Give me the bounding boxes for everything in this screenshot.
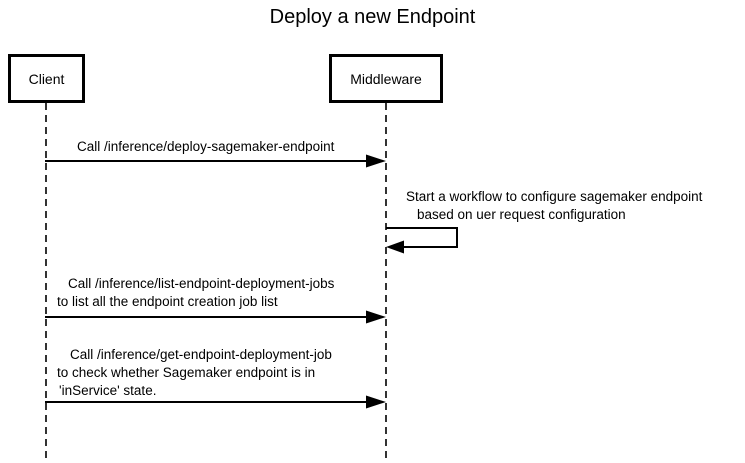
diagram-title: Deploy a new Endpoint	[269, 6, 476, 28]
actor-client: Client	[8, 54, 85, 103]
deploy-endpoint-label: Call /inference/deploy-sagemaker-endpoin…	[77, 139, 335, 154]
get-job-arrowhead	[366, 395, 386, 409]
workflow-self-loop	[386, 227, 458, 248]
list-jobs-label-line2: to list all the endpoint creation job li…	[57, 294, 278, 309]
get-job-label-line2: to check whether Sagemaker endpoint is i…	[57, 365, 316, 380]
workflow-self-loop-arrowhead	[386, 240, 404, 254]
actor-client-label: Client	[28, 70, 65, 87]
deploy-endpoint-arrowhead	[366, 154, 386, 168]
workflow-self-note-line2: based on uer request configuration	[417, 207, 626, 222]
actor-middleware: Middleware	[329, 54, 443, 103]
workflow-self-note-line1: Start a workflow to configure sagemaker …	[406, 189, 703, 204]
list-jobs-label-line1: Call /inference/list-endpoint-deployment…	[68, 276, 335, 291]
list-jobs-arrowhead	[366, 310, 386, 324]
get-job-label-line1: Call /inference/get-endpoint-deployment-…	[70, 347, 332, 362]
actor-middleware-label: Middleware	[350, 70, 422, 87]
get-job-label-line3: 'inService' state.	[59, 383, 157, 398]
